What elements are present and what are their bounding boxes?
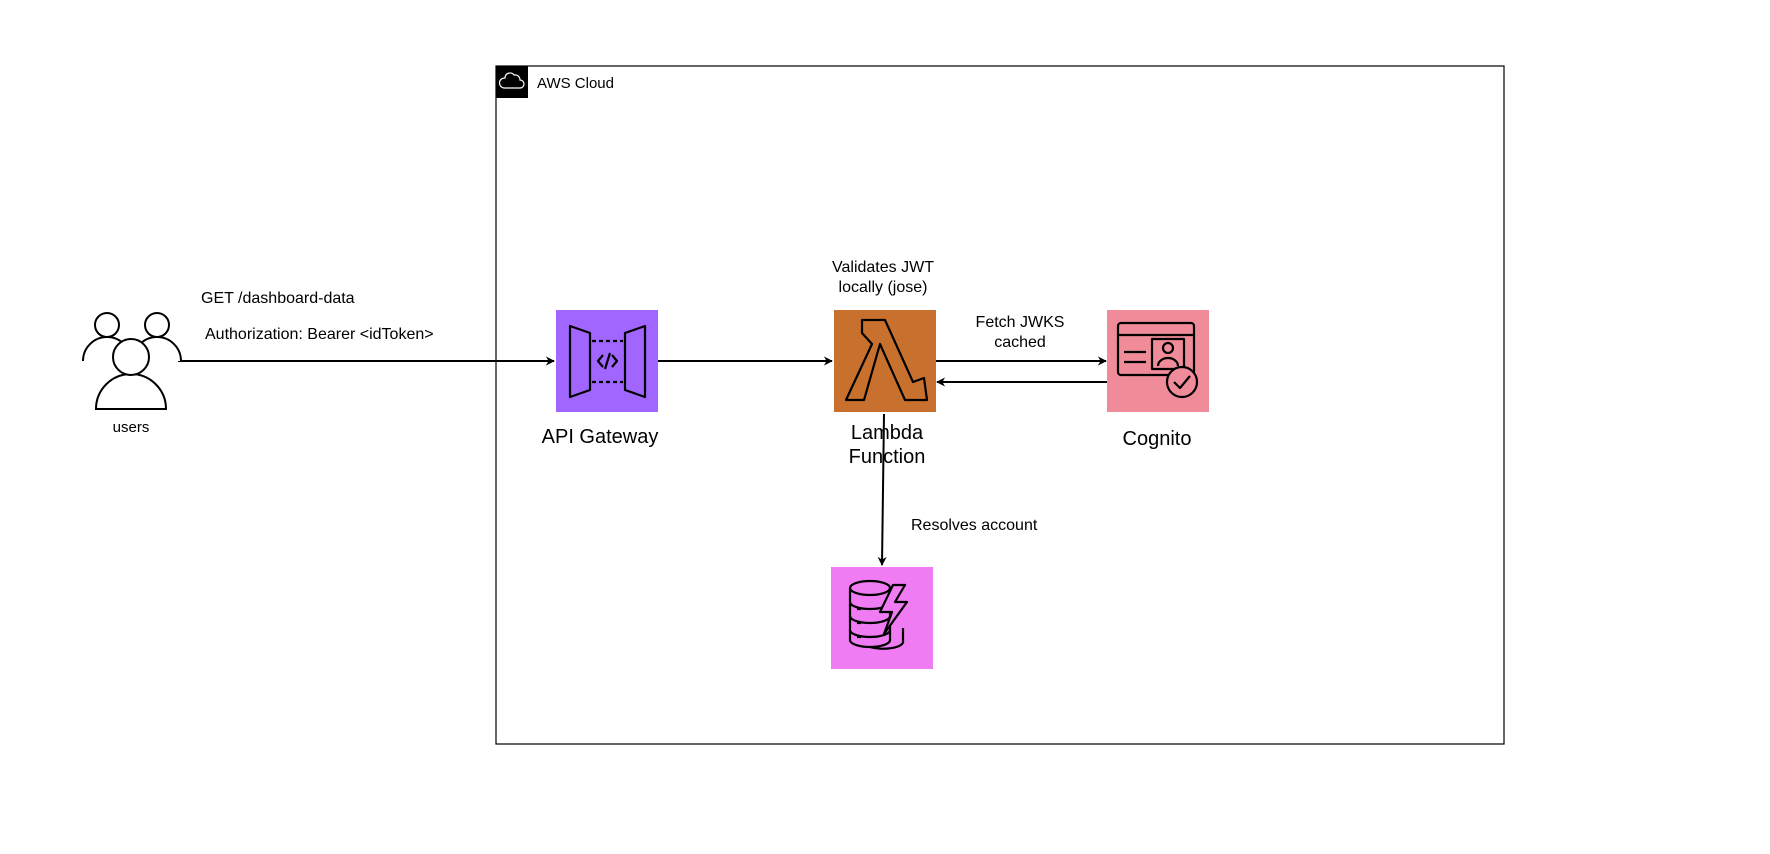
lambda-label-line1: Lambda: [851, 422, 924, 444]
dynamodb-icon: [848, 579, 909, 650]
dynamodb-tile: [831, 567, 933, 669]
lambda-label-line2: Function: [849, 446, 926, 468]
aws-cloud-boundary: [495, 65, 1505, 745]
cognito-edge-label-line1: Fetch JWKS: [976, 314, 1065, 331]
api-gateway-icon: [568, 324, 647, 399]
lambda-node[interactable]: Validates JWT locally (jose) Lambda Func…: [832, 259, 936, 468]
edge-lambda-to-dynamodb: [877, 413, 887, 566]
api-gateway-label: API Gateway: [542, 426, 659, 448]
dynamodb-node[interactable]: Resolves account: [831, 517, 1038, 669]
users-node[interactable]: users: [82, 312, 182, 436]
cognito-label: Cognito: [1123, 428, 1192, 450]
request-method-label: GET /dashboard-data: [201, 290, 355, 307]
aws-cloud-label: AWS Cloud: [537, 75, 614, 92]
request-auth-label: Authorization: Bearer <idToken>: [205, 326, 434, 343]
cognito-node[interactable]: Fetch JWKS cached Cognito: [976, 310, 1209, 450]
api-gateway-node[interactable]: API Gateway: [542, 310, 659, 448]
users-icon: [82, 312, 182, 410]
lambda-icon: [844, 318, 929, 402]
aws-cloud-group[interactable]: AWS Cloud: [495, 65, 1505, 745]
lambda-note-line1: Validates JWT: [832, 259, 934, 276]
lambda-tile: [834, 310, 936, 412]
users-label: users: [113, 419, 150, 436]
cognito-icon: [1116, 321, 1199, 399]
cognito-edge-label-line2: cached: [994, 334, 1046, 351]
edges: [178, 356, 1107, 566]
dynamodb-edge-label: Resolves account: [911, 517, 1038, 534]
lambda-note-line2: locally (jose): [839, 279, 928, 296]
cloud-icon: [496, 66, 528, 98]
